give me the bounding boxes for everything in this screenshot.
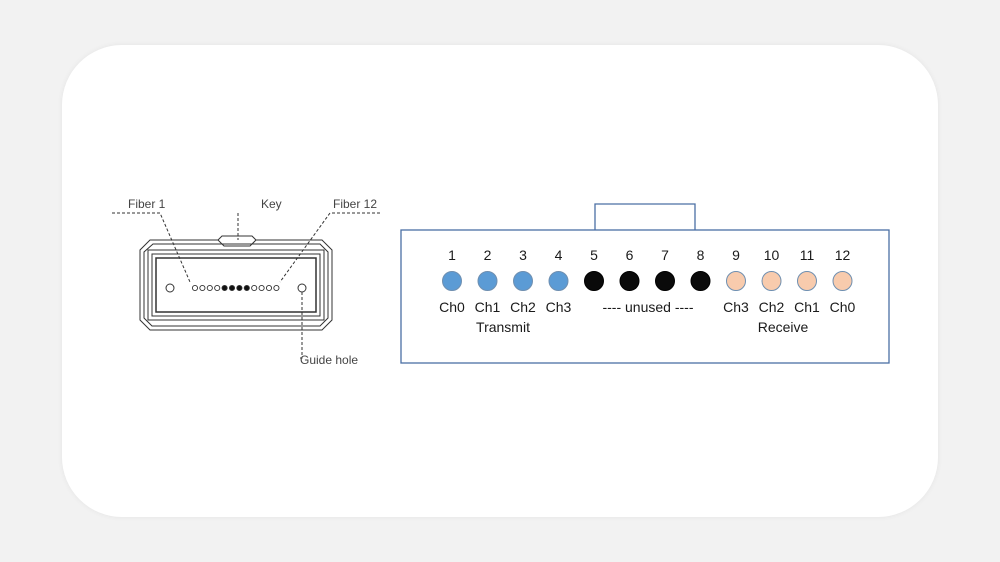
fiber-dot-9 xyxy=(726,271,746,291)
channel-label-2: Ch1 xyxy=(475,299,501,315)
fiber-1-label: Fiber 1 xyxy=(128,197,166,211)
connector-fiber-2 xyxy=(199,284,206,292)
fiber-number-1: 1 xyxy=(448,247,456,263)
guide-hole-left xyxy=(165,283,175,293)
fiber-number-12: 12 xyxy=(835,247,851,263)
connector-fiber-4 xyxy=(214,284,221,292)
fiber-dot-11 xyxy=(797,271,817,291)
key-label: Key xyxy=(261,197,282,211)
channel-label-10: Ch2 xyxy=(759,299,785,315)
channel-label-11: Ch1 xyxy=(794,299,820,315)
connector-fiber-6 xyxy=(228,284,236,292)
channel-label-1: Ch0 xyxy=(439,299,465,315)
fiber-dot-12 xyxy=(832,271,853,291)
fiber-number-4: 4 xyxy=(555,247,563,263)
guide-hole-label: Guide hole xyxy=(300,353,358,367)
fiber-number-8: 8 xyxy=(697,247,705,263)
fiber-number-11: 11 xyxy=(800,247,815,263)
transmit-label: Transmit xyxy=(476,319,530,335)
fiber-number-3: 3 xyxy=(519,247,527,263)
fiber-number-5: 5 xyxy=(590,247,598,263)
connector-fiber-11 xyxy=(265,284,273,292)
channel-label-4: Ch3 xyxy=(546,299,572,315)
connector-end-face xyxy=(139,235,333,331)
connector-fiber-12 xyxy=(273,284,280,292)
fiber-dot-7 xyxy=(655,271,675,291)
leader-lines xyxy=(112,212,380,359)
connector-fiber-5 xyxy=(221,284,228,292)
fiber-dot-4 xyxy=(548,271,569,291)
channel-label-3: Ch2 xyxy=(510,299,536,315)
fiber-number-2: 2 xyxy=(484,247,492,263)
channel-label-9: Ch3 xyxy=(723,299,749,315)
connector-fiber-10 xyxy=(258,284,265,292)
fiber-number-7: 7 xyxy=(661,247,669,263)
fiber-dot-8 xyxy=(690,271,711,291)
fiber-dot-10 xyxy=(761,271,782,291)
connector-fiber-9 xyxy=(251,284,258,292)
guide-hole-right xyxy=(297,283,307,293)
fiber-dot-6 xyxy=(619,271,640,291)
pinout-box xyxy=(400,203,890,364)
connector-fiber-3 xyxy=(206,284,213,292)
fiber-number-6: 6 xyxy=(626,247,634,263)
connector-fiber-row xyxy=(191,284,280,292)
fiber-dot-3 xyxy=(513,271,533,291)
fiber-12-label: Fiber 12 xyxy=(333,197,377,211)
unused-label: ---- unused ---- xyxy=(602,299,693,315)
receive-label: Receive xyxy=(758,319,809,335)
connector-fiber-8 xyxy=(243,284,250,292)
fiber-number-10: 10 xyxy=(764,247,780,263)
fiber-dot-1 xyxy=(442,271,462,291)
connector-fiber-7 xyxy=(236,284,243,292)
channel-label-12: Ch0 xyxy=(830,299,856,315)
fiber-dot-5 xyxy=(584,271,604,291)
connector-fiber-1 xyxy=(191,284,199,292)
fiber-dot-2 xyxy=(477,271,498,291)
fiber-number-9: 9 xyxy=(732,247,740,263)
